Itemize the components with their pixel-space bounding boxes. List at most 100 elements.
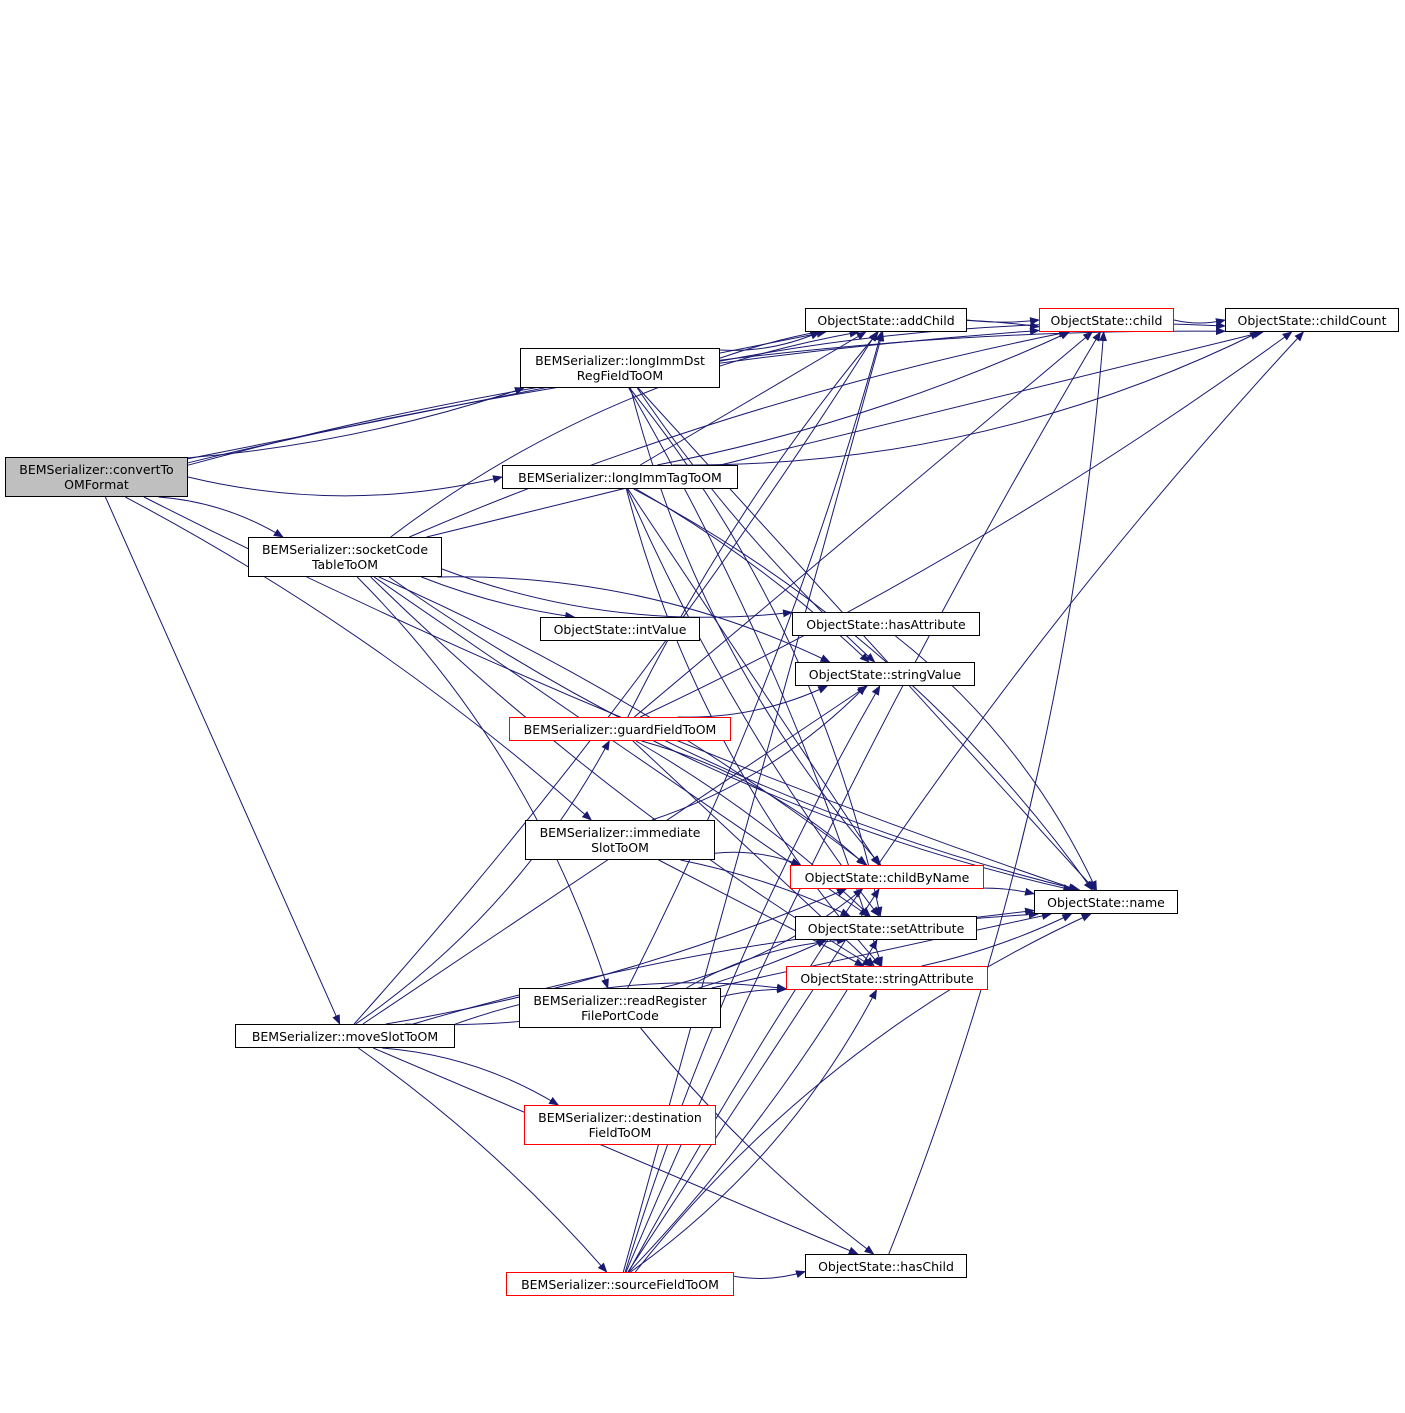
edge-socketCode-to-childByName (378, 576, 868, 866)
node-label-line: BEMSerializer::moveSlotToOM (251, 1028, 439, 1044)
node-move-slot-to-om[interactable]: BEMSerializer::moveSlotToOM (235, 1024, 455, 1048)
node-has-child[interactable]: ObjectState::hasChild (805, 1254, 967, 1278)
node-set-attribute[interactable]: ObjectState::setAttribute (795, 916, 977, 940)
edge-moveSlot-to-destField (382, 1047, 560, 1106)
node-name[interactable]: ObjectState::name (1034, 890, 1178, 914)
node-label-line: OMFormat (64, 477, 129, 492)
edge-longImmDst-to-setAttr (629, 387, 883, 917)
edge-immediate-to-childByName (714, 851, 802, 866)
node-label-line: ObjectState::intValue (553, 621, 687, 637)
node-label-line: BEMSerializer::readRegister (533, 993, 707, 1008)
edge-readReg-to-childByName (660, 888, 864, 989)
edge-longImmDst-to-name (637, 387, 1096, 891)
edge-convert-to-moveSlot (104, 496, 341, 1025)
edge-sourceField-to-hasChild (733, 1270, 806, 1279)
node-label-line: BEMSerializer::socketCode (261, 542, 429, 557)
edge-longImmTag-to-stringValue (635, 488, 870, 663)
edge-socketCode-to-stringValue (437, 576, 831, 663)
edge-guardField-to-child (633, 331, 1093, 718)
edge-convert-to-immediate (125, 496, 592, 821)
node-label-line: ObjectState::addChild (817, 312, 955, 328)
node-child[interactable]: ObjectState::child (1039, 308, 1174, 332)
edge-convert-to-socketCode (158, 496, 284, 538)
node-label-line: ObjectState::hasAttribute (806, 616, 966, 632)
edge-immediate-to-stringAttr (658, 859, 865, 967)
edge-moveSlot-to-hasChild (373, 1047, 859, 1255)
node-label-line: BEMSerializer::longImmDst (535, 353, 705, 368)
node-label-line: TableToOM (311, 557, 379, 572)
node-label-line: BEMSerializer::destination (538, 1110, 702, 1125)
edge-longImmTag-to-childCount (672, 331, 1260, 466)
node-label-line: FilePortCode (581, 1008, 659, 1023)
edge-moveSlot-to-stringAttr (454, 982, 787, 1025)
node-label-line: RegFieldToOM (576, 368, 664, 383)
edge-longImmDst-to-addChild (719, 331, 821, 351)
edge-longImmDst-to-childByName (630, 387, 882, 866)
edge-socketCode-to-hasAttr (441, 568, 793, 618)
node-child-count[interactable]: ObjectState::childCount (1225, 308, 1399, 332)
node-label-line: ObjectState::stringValue (808, 666, 962, 682)
edge-setAttr-to-name (976, 907, 1035, 918)
edge-socketCode-to-intValue (421, 576, 576, 620)
node-string-value[interactable]: ObjectState::stringValue (795, 662, 975, 686)
edge-stringAttr-to-name (921, 913, 1073, 967)
node-label-line: FieldToOM (588, 1125, 652, 1140)
edge-socketCode-to-childCount (426, 330, 1264, 538)
node-label-line: BEMSerializer::sourceFieldToOM (521, 1276, 719, 1292)
node-label-line: ObjectState::name (1047, 894, 1165, 910)
edge-sourceField-to-stringAttr (630, 989, 877, 1273)
node-label-line: ObjectState::stringAttribute (800, 970, 974, 986)
edge-moveSlot-to-guardField (355, 740, 610, 1025)
node-long-imm-tag-to-om[interactable]: BEMSerializer::longImmTagToOM (502, 465, 738, 489)
edge-longImmTag-to-addChild (640, 331, 867, 466)
edge-socketCode-to-child (409, 329, 1069, 538)
edge-sourceField-to-stringValue (624, 685, 881, 1273)
node-has-attribute[interactable]: ObjectState::hasAttribute (792, 612, 980, 636)
node-label-line: BEMSerializer::longImmTagToOM (518, 469, 722, 485)
edge-readReg-to-addChild (627, 331, 883, 989)
edge-socketCode-to-readReg (356, 576, 609, 989)
node-label-line: ObjectState::child (1050, 312, 1163, 328)
edge-child-to-childCount (1173, 318, 1226, 326)
edge-longImmTag-to-child (657, 331, 1071, 466)
edge-guardField-to-addChild (627, 331, 879, 718)
node-string-attribute[interactable]: ObjectState::stringAttribute (786, 966, 988, 990)
node-add-child[interactable]: ObjectState::addChild (805, 308, 967, 332)
edge-sourceField-to-childByName (627, 888, 880, 1273)
node-label-line: BEMSerializer::convertTo (19, 462, 174, 477)
edge-hasChild-to-child (888, 331, 1107, 1255)
node-int-value[interactable]: ObjectState::intValue (540, 617, 700, 641)
node-label-line: BEMSerializer::guardFieldToOM (523, 721, 717, 737)
edge-readReg-to-name (711, 912, 1052, 989)
edge-readReg-to-stringAttr (720, 985, 787, 998)
edge-sourceField-to-name (634, 913, 1092, 1273)
edge-addChild-to-child (966, 317, 1040, 326)
edge-moveSlot-to-childByName (385, 888, 848, 1025)
node-guard-field-to-om[interactable]: BEMSerializer::guardFieldToOM (509, 717, 731, 741)
edge-convert-to-addChild (187, 329, 827, 460)
node-label-line: ObjectState::childByName (804, 869, 970, 885)
node-label-line: SlotToOM (591, 840, 649, 855)
node-child-by-name[interactable]: ObjectState::childByName (790, 865, 984, 889)
edge-longImmTag-to-setAttr (626, 488, 880, 917)
edge-readReg-to-hasChild (640, 1027, 875, 1255)
edge-immediate-to-stringValue (651, 685, 867, 821)
edge-convert-to-longImmTag (187, 475, 503, 497)
edge-convert-to-longImmDst (187, 387, 525, 459)
edge-longImmTag-to-stringAttr (625, 488, 882, 967)
edge-longImmTag-to-childByName (627, 488, 880, 866)
node-label-line: ObjectState::hasChild (818, 1258, 954, 1274)
node-label-line: ObjectState::setAttribute (807, 920, 965, 936)
edge-moveSlot-to-sourceField (358, 1047, 608, 1273)
edge-guardField-to-childCount (640, 331, 1293, 718)
edge-socketCode-to-name (388, 576, 1081, 892)
node-source-field-to-om[interactable]: BEMSerializer::sourceFieldToOM (506, 1272, 734, 1296)
